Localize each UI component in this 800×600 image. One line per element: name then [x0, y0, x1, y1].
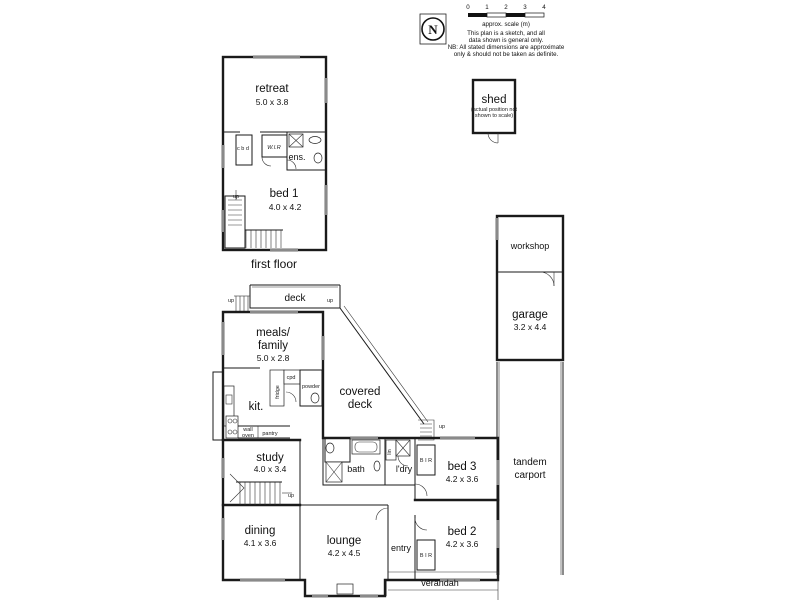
entry-label: entry — [391, 543, 412, 553]
laundry-label: l'dry — [396, 464, 413, 474]
scale-tick-0: 0 — [466, 4, 470, 11]
compass-ring — [421, 17, 445, 41]
scale-bar: 0 1 2 3 4 approx. scale (m) This plan is… — [448, 4, 565, 58]
retreat-dim: 5.0 x 3.8 — [256, 97, 289, 107]
meals-label-1: meals/ — [256, 327, 291, 339]
ensuite-label: ens. — [288, 152, 305, 162]
workshop-label: workshop — [510, 241, 550, 251]
fridge-label: fridge — [275, 385, 281, 399]
bed2-robe-label: B I R — [420, 553, 432, 559]
disclaimer-line-1: This plan is a sketch, and all — [467, 30, 545, 37]
carport-label-1: tandem — [513, 457, 546, 468]
bed2-dim: 4.2 x 3.6 — [446, 539, 479, 549]
lounge-dim: 4.2 x 4.5 — [328, 548, 361, 558]
garage-label: garage — [512, 309, 548, 321]
garage-dim: 3.2 x 4.4 — [514, 322, 547, 332]
deck-label: deck — [284, 293, 306, 304]
wall-oven-label-2: oven — [242, 433, 254, 439]
first-floor: up retreat 5.0 x 3.8 W.I.R c b d ens. be… — [221, 55, 328, 271]
dining-label: dining — [245, 525, 276, 537]
lounge-label: lounge — [327, 535, 362, 547]
disclaimer-line-2: data shown is general only. — [469, 37, 544, 44]
shed-note-2: shown to scale) — [475, 113, 513, 119]
study-label: study — [256, 452, 284, 464]
covered-deck-label-2: deck — [348, 399, 373, 411]
first-floor-label: first floor — [251, 257, 297, 271]
cbd-label: c b d — [237, 146, 249, 152]
ff-stair-up: up — [233, 194, 239, 200]
shed-walls — [471, 78, 517, 135]
study-stair-up: up — [288, 493, 294, 499]
carport-label-2: carport — [514, 470, 545, 481]
retreat-label: retreat — [255, 83, 289, 95]
cpd-label: cpd — [287, 375, 296, 381]
compass-north-letter: N — [428, 22, 438, 37]
meals-dim: 5.0 x 2.8 — [257, 353, 290, 363]
shed-note-1: (actual position not — [471, 107, 518, 113]
covered-deck-up: up — [439, 424, 445, 430]
powder-label: powder — [302, 384, 320, 390]
deck-outline — [249, 285, 341, 309]
scale-tick-1: 1 — [485, 4, 489, 11]
outbuildings: workshop garage 3.2 x 4.4 tandem carport — [495, 214, 565, 575]
scale-tick-4: 4 — [542, 4, 546, 11]
kitchen-label: kit. — [249, 401, 264, 413]
scale-tick-3: 3 — [523, 4, 527, 11]
deck-up-right: up — [327, 298, 333, 304]
dining-dim: 4.1 x 3.6 — [244, 538, 277, 548]
ground-floor: up up deck up — [212, 284, 500, 600]
scale-label: approx. scale (m) — [482, 21, 530, 28]
linen-label: lin — [387, 449, 393, 455]
wir-label: W.I.R — [267, 145, 281, 151]
covered-deck-label-1: covered — [340, 386, 381, 398]
study-dim: 4.0 x 3.4 — [254, 464, 287, 474]
deck-up-left: up — [228, 298, 234, 304]
bed2-label: bed 2 — [448, 526, 477, 538]
scale-tick-2: 2 — [504, 4, 508, 11]
bed1-label: bed 1 — [270, 188, 299, 200]
bed3-dim: 4.2 x 3.6 — [446, 474, 479, 484]
meals-label-2: family — [258, 340, 288, 352]
disclaimer-line-4: only & should not be taken as definite. — [454, 51, 559, 58]
bed3-robe-label: B I R — [420, 458, 432, 464]
wall-oven-label-1: wall — [242, 427, 252, 433]
disclaimer-line-3: NB: All stated dimensions are approximat… — [448, 44, 565, 51]
bath-label: bath — [347, 464, 365, 474]
shed: shed (actual position not shown to scale… — [471, 78, 518, 144]
pantry-label: pantry — [262, 431, 278, 437]
verandah-label: verandah — [421, 578, 459, 588]
compass: N — [419, 13, 447, 45]
bed1-dim: 4.0 x 4.2 — [269, 202, 302, 212]
shed-label: shed — [482, 94, 507, 106]
workshop-garage-walls — [495, 214, 565, 362]
bed3-label: bed 3 — [448, 461, 477, 473]
